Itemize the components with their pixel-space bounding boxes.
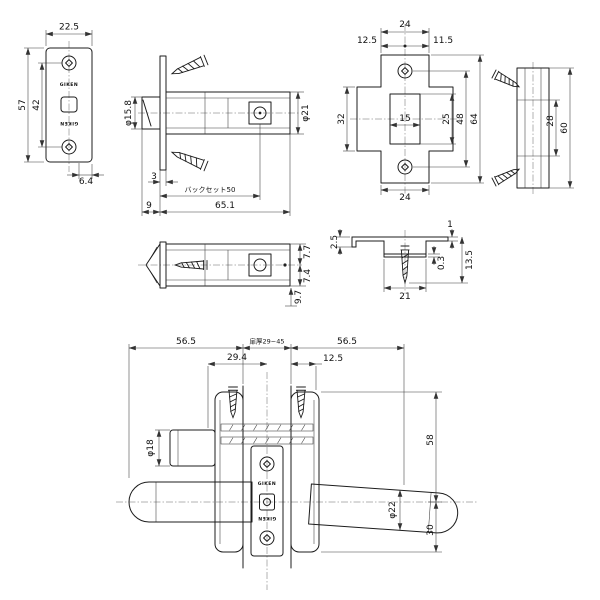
- dim-left-projection: 56.5: [176, 337, 196, 347]
- dim-strike-bottom: 0.3: [437, 256, 447, 270]
- brand-mark: GIKEN: [258, 481, 277, 487]
- dim-rear-top-width: 24: [399, 20, 411, 30]
- dim-rear-bottom-width: 24: [399, 193, 411, 203]
- latch-side-view: φ15.8 φ21 3 バックセット50 65.1 9: [124, 54, 311, 216]
- dim-side-inner-height: 28: [546, 115, 556, 127]
- dim-strike-thickness: 1: [447, 220, 453, 230]
- grip-left: [128, 481, 253, 523]
- faceplate-front-view: GIKEN GIKEN 22.5 57 42 6.4: [18, 23, 104, 187]
- spindle: [220, 436, 314, 445]
- dim-grip-diameter: φ22: [388, 501, 398, 518]
- hub-cutout: [389, 93, 421, 145]
- dim-bolt-projection: 9: [146, 201, 152, 211]
- faceplate-outline: [45, 47, 93, 163]
- dim-total-length: 65.1: [215, 201, 235, 211]
- knob-assembly-view: GIKEN GIKEN 56.5 扉厚29~45 56.5 29.4 12.5: [116, 337, 478, 590]
- grip-right: [308, 483, 459, 534]
- stem-cylinder: [169, 429, 216, 467]
- dim-faceplate-edge-offset: 6.4: [79, 177, 94, 187]
- latch-bolt: [141, 96, 161, 130]
- latch-rear-outline: [356, 54, 454, 184]
- dim-strike-lip: 2.5: [330, 235, 340, 249]
- rose-right: [290, 391, 320, 553]
- dim-door-thickness: 扉厚29~45: [250, 337, 285, 346]
- dim-case-diameter: φ21: [301, 104, 311, 121]
- dim-faceplate-height: 57: [18, 99, 28, 110]
- dim-rear-wing-height: 32: [337, 113, 347, 124]
- dim-faceplate-width: 22.5: [59, 23, 79, 33]
- case-side-view: 28 60: [491, 62, 574, 196]
- dim-bolt-diameter: φ15.8: [124, 100, 134, 126]
- dim-rear-total-height: 64: [470, 113, 480, 125]
- latch-hole: [60, 96, 78, 113]
- dim-stem-diameter: φ18: [146, 439, 156, 457]
- dim-strike-total-depth: 13.5: [465, 250, 475, 270]
- dim-faceplate-screw-span: 42: [32, 99, 42, 110]
- brand-mark: GIKEN: [258, 515, 277, 521]
- dim-rear-right-offset: 11.5: [433, 36, 453, 46]
- strike-plate-view: 1 2.5 0.3 21 13.5: [330, 220, 475, 302]
- through-bolt: [220, 423, 314, 432]
- rose-left: [214, 391, 244, 553]
- dim-right-projection: 56.5: [337, 337, 357, 347]
- faceplate-center: [250, 445, 284, 557]
- dim-center-to-stem: 29.4: [227, 353, 247, 363]
- dim-strike-box-width: 21: [399, 292, 410, 302]
- brand-mark: GIKEN: [60, 120, 79, 126]
- dim-top-depth: 9.7: [294, 290, 304, 304]
- case-side-outline: [516, 67, 550, 189]
- latch-case-top: [165, 243, 291, 287]
- bolt-bevel: [145, 243, 161, 287]
- dim-rear-hole-height: 25: [442, 113, 452, 124]
- dim-rear-screw-span: 48: [456, 113, 466, 125]
- dim-grip-drop: 30: [426, 524, 436, 536]
- dim-plate-thickness: 3: [151, 172, 157, 182]
- dim-side-total-height: 60: [560, 122, 570, 134]
- dim-rear-left-offset: 12.5: [357, 36, 377, 46]
- dim-top-upper: 7.7: [303, 245, 313, 259]
- brand-mark: GIKEN: [60, 82, 79, 88]
- dim-rose-thickness: 12.5: [323, 354, 343, 364]
- dim-backset: バックセット50: [185, 186, 236, 194]
- latch-top-view: 7.7 7.4 9.7: [138, 241, 313, 307]
- dim-rear-hole-width: 15: [399, 114, 410, 124]
- dim-rose-diameter: 58: [426, 434, 436, 446]
- dim-top-lower: 7.4: [303, 269, 313, 284]
- latch-rear-view: 15 24 12.5 11.5 24 32 25 48 64: [337, 20, 484, 203]
- latch-case: [165, 91, 291, 135]
